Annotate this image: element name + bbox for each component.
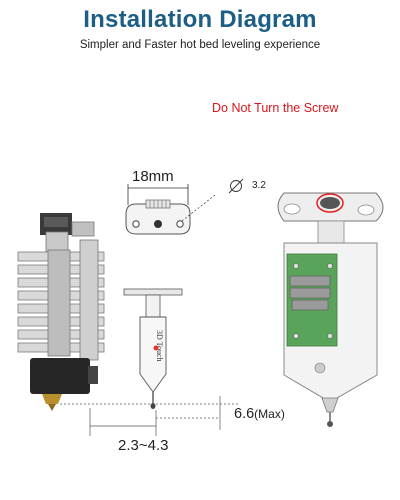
probe-offset-label: 6.6(Max) [234,406,285,422]
mount-bracket-illustration [125,178,244,235]
probe-detail-illustration [277,192,384,427]
mount-width-label: 18mm [132,168,174,185]
probe-offset-value: 6.6 [234,406,255,422]
hotend-illustration [17,213,105,411]
probe-offset-suffix: (Max) [254,407,285,421]
dimension-lines [60,396,238,436]
nozzle-gap-label: 2.3~4.3 [118,437,169,454]
page-title: Installation Diagram [83,6,317,33]
probe-side-illustration: 3D Touch [123,288,183,409]
hole-diameter-label: 3.2 [252,180,266,191]
page-subtitle: Simpler and Faster hot bed leveling expe… [79,39,321,51]
probe-brand-label: 3D Touch [155,330,164,362]
warning-callout: Do Not Turn the Screw [212,101,339,115]
